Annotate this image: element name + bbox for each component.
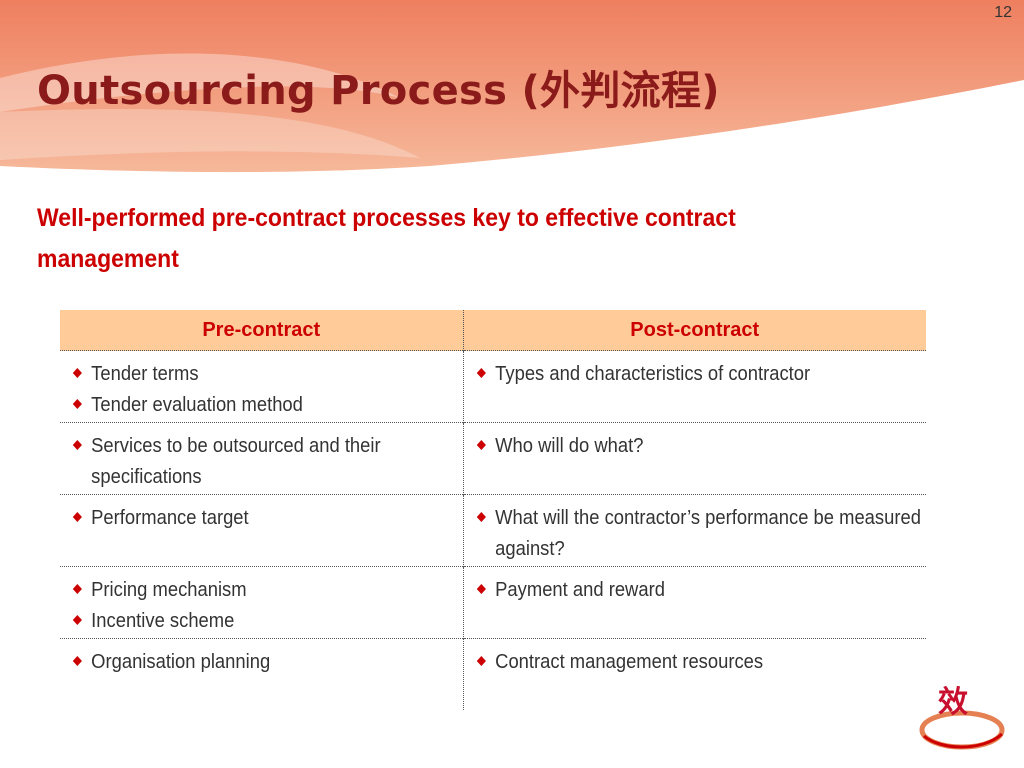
post-contract-cell: Payment and reward — [463, 567, 926, 639]
diamond-bullet-icon — [72, 512, 82, 522]
logo-character: 效 — [938, 685, 968, 720]
bullet-item: What will the contractor’s performance b… — [474, 503, 939, 565]
diamond-bullet-icon — [476, 512, 486, 522]
bullet-text: Contract management resources — [494, 651, 763, 673]
bullet-text: Organisation planning — [91, 651, 271, 673]
diamond-bullet-icon — [72, 615, 82, 625]
bullet-text: Types and characteristics of contractor — [494, 363, 810, 385]
bullet-list: Organisation planning — [70, 647, 457, 678]
bullet-item: Pricing mechanism — [70, 575, 475, 606]
diamond-bullet-icon — [72, 368, 82, 378]
table-row: Services to be outsourced and their spec… — [60, 422, 926, 495]
diamond-bullet-icon — [476, 584, 486, 594]
post-contract-cell: Who will do what? — [463, 423, 926, 495]
bullet-list: Contract management resources — [474, 647, 921, 678]
pre-contract-cell: Performance target — [60, 494, 464, 567]
slide-number: 12 — [994, 4, 1012, 21]
bullet-text: Pricing mechanism — [91, 579, 247, 601]
bullet-list: Performance target — [70, 503, 457, 534]
pre-contract-cell: Services to be outsourced and their spec… — [60, 422, 464, 495]
bullet-item: Types and characteristics of contractor — [474, 359, 939, 390]
bullet-text: Payment and reward — [494, 579, 665, 601]
bullet-list: Services to be outsourced and their spec… — [70, 431, 457, 493]
bullet-text: Tender terms — [91, 363, 199, 385]
bullet-item: Incentive scheme — [70, 606, 475, 637]
pre-contract-cell: Organisation planning — [60, 638, 464, 710]
bullet-item: Payment and reward — [474, 575, 939, 606]
post-contract-cell: What will the contractor’s performance b… — [463, 495, 926, 567]
post-contract-cell: Types and characteristics of contractor — [463, 351, 926, 423]
diamond-bullet-icon — [72, 440, 82, 450]
diamond-bullet-icon — [72, 399, 82, 409]
bullet-list: Types and characteristics of contractor — [474, 359, 921, 390]
bullet-text: Incentive scheme — [91, 610, 235, 632]
bullet-text: Who will do what? — [494, 435, 643, 457]
bullet-text: What will the contractor’s performance b… — [494, 507, 921, 560]
table-row: Performance target What will the contract… — [60, 494, 926, 567]
diamond-bullet-icon — [72, 584, 82, 594]
bullet-text: Performance target — [91, 507, 249, 529]
table-header-row: Pre-contract Post-contract — [60, 310, 926, 351]
bullet-item: Performance target — [70, 503, 475, 534]
diamond-bullet-icon — [476, 656, 486, 666]
bullet-item: Organisation planning — [70, 647, 475, 678]
diamond-bullet-icon — [476, 368, 486, 378]
slide-subtitle: Well-performed pre-contract processes ke… — [37, 204, 736, 273]
efficiency-logo-icon: 效 — [919, 685, 1005, 750]
bullet-list: What will the contractor’s performance b… — [474, 503, 920, 565]
bullet-item: Contract management resources — [474, 647, 939, 678]
post-contract-cell: Contract management resources — [463, 639, 926, 711]
diamond-bullet-icon — [72, 656, 82, 666]
bullet-text: Tender evaluation method — [91, 394, 303, 416]
diamond-bullet-icon — [476, 440, 486, 450]
bullet-item: Tender evaluation method — [70, 390, 475, 421]
bullet-list: Who will do what? — [474, 431, 921, 462]
bullet-list: Payment and reward — [474, 575, 921, 606]
bullet-text: Services to be outsourced and their spec… — [91, 435, 381, 488]
bullet-item: Services to be outsourced and their spec… — [70, 431, 475, 493]
table-row: Organisation planning Contract management… — [60, 638, 926, 711]
header-post-contract: Post-contract — [463, 310, 926, 351]
header-banner — [0, 0, 1024, 173]
slide-title: Outsourcing Process (外判流程) — [37, 68, 720, 114]
bullet-item: Tender terms — [70, 359, 475, 390]
bullet-item: Who will do what? — [474, 431, 939, 462]
header-pre-contract: Pre-contract — [60, 310, 464, 351]
